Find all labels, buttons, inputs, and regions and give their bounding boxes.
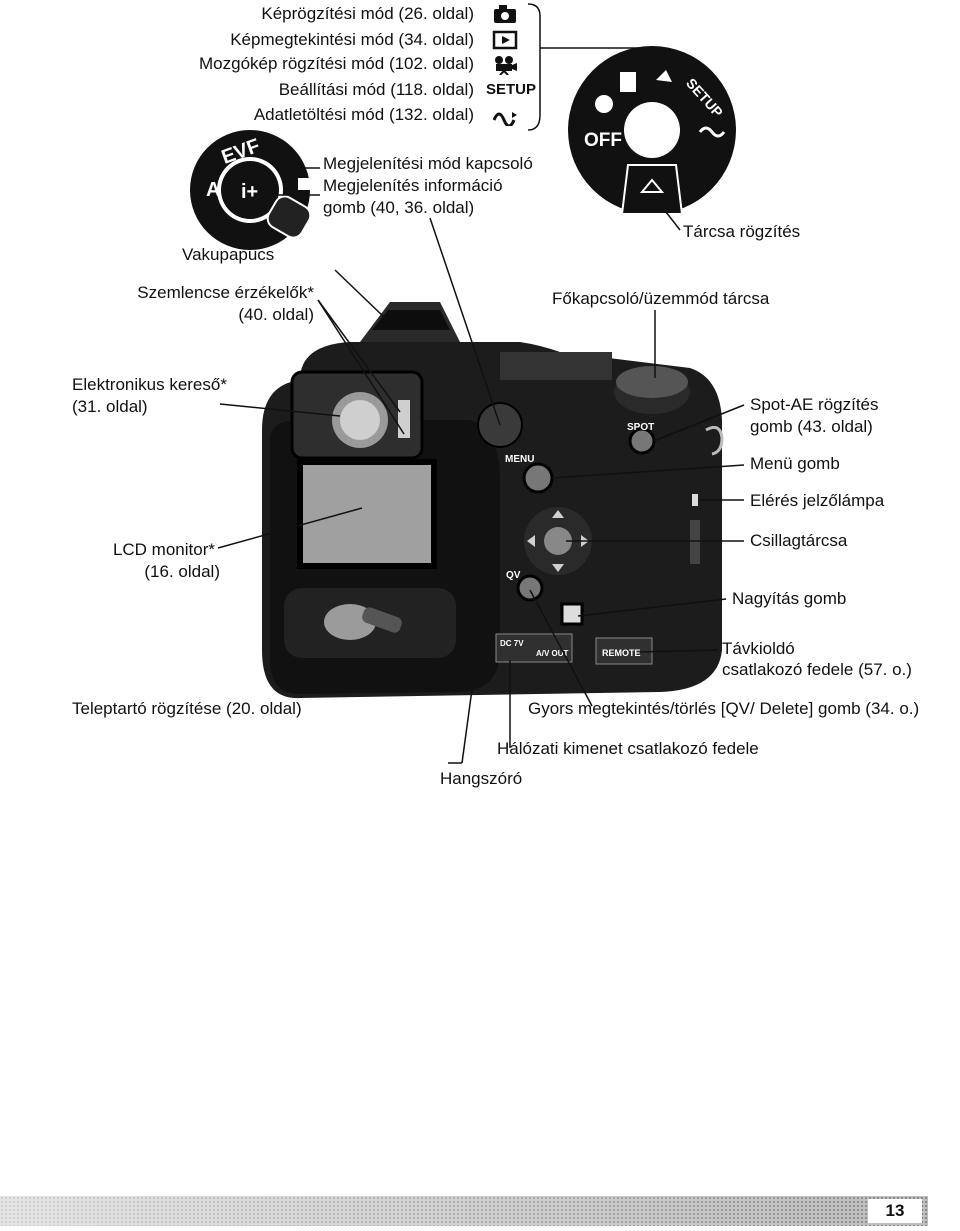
spot-button-label: SPOT [627,422,654,433]
qv-delete-label: Gyors megtekintés/törlés [QV/ Delete] go… [528,699,920,718]
battery-lock-label: Teleptartó rögzítése (20. oldal) [72,699,302,718]
dc-in-label: DC 7V [500,639,524,648]
access-lamp-label: Elérés jelzőlámpa [750,491,885,510]
dial-lock-label: Tárcsa rögzítés [683,222,801,241]
mode-brace [527,3,541,131]
setup-text-icon: SETUP [486,81,537,98]
speaker-label: Hangszóró [440,769,523,788]
video-out-cover-label: Hálózati kimenet csatlakozó fedele [497,739,759,758]
camera-body [262,302,724,699]
main-dial-inset [568,46,736,215]
auto-dial-label: A [206,179,220,201]
evf-label-1: Elektronikus kereső* [72,375,227,394]
off-dial-label: OFF [584,130,622,151]
controller-label: Csillagtárcsa [750,531,848,550]
menu-button-callout-label: Menü gomb [750,454,840,473]
magnify-button-label: Nagyítás gomb [732,589,847,608]
qv-button-label: QV [506,570,521,581]
leader-lines [217,217,745,764]
main-switch-label: Főkapcsoló/üzemmód tárcsa [552,289,770,308]
movie-camera-icon [495,56,517,75]
mode-label-setup: Beállítási mód (118. oldal) [278,80,474,99]
lcd-monitor-label-2: (16. oldal) [144,562,220,581]
data-transfer-icon [492,112,517,126]
mode-label-movie: Mozgókép rögzítési mód (102. oldal) [199,54,474,73]
mode-label-record: Képrögzítési mód (26. oldal) [261,4,474,23]
av-out-label: A/V OUT [536,649,569,658]
camera-back-diagram: EVF A i+ OFF SETUP [190,3,745,764]
spot-ae-label-1: Spot-AE rögzítés [750,395,879,414]
mode-label-playback: Képmegtekintési mód (34. oldal) [230,30,474,49]
menu-button-label: MENU [505,454,534,465]
display-mode-switch-label: Megjelenítési mód kapcsoló [323,154,533,173]
remote-cover-label: REMOTE [602,648,641,658]
hot-shoe-label: Vakupapucs [182,245,275,264]
play-icon [492,30,518,50]
eyepiece-sensor-label-2: (40. oldal) [238,305,314,324]
lcd-monitor-label-1: LCD monitor* [112,540,215,559]
spot-ae-label-2: gomb (43. oldal) [750,417,873,436]
eyepiece-sensor-label-1: Szemlencse érzékelők* [137,283,314,302]
footer-dotted-band [0,1196,928,1226]
mode-label-data-transfer: Adatletöltési mód (132. oldal) [253,105,474,124]
display-info-button-label-2: gomb (40, 36. oldal) [323,198,475,217]
remote-cover-label-1: Távkioldó [722,639,795,658]
remote-cover-label-2: csatlakozó fedele (57. o.) [722,660,912,679]
camera-icon [494,5,516,23]
display-dial-inset [190,130,326,250]
evf-label-2: (31. oldal) [72,397,148,416]
display-info-button-label-1: Megjelenítés információ [323,176,503,195]
page-number: 13 [868,1199,922,1223]
info-button-label: i+ [241,181,258,203]
